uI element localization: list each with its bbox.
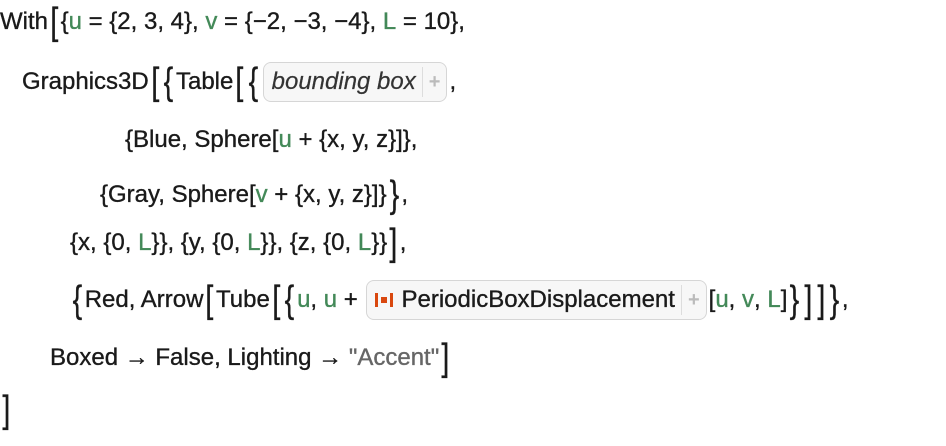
- bracket: }: [389, 174, 399, 216]
- code-text: ,: [841, 286, 849, 313]
- code-text: {x, {0,: [70, 229, 139, 256]
- variable-token: L: [357, 229, 372, 256]
- code-text: ,: [754, 286, 768, 313]
- bracket: ]: [2, 389, 11, 431]
- placeholder-label: bounding box: [271, 68, 416, 95]
- variable-token: u: [297, 286, 311, 313]
- code-text: ,: [401, 181, 408, 208]
- bracket: }: [829, 279, 840, 321]
- code-text: Graphics3D: [22, 68, 149, 95]
- code-text: = {−2, −3, −4},: [217, 8, 383, 35]
- divider: [421, 67, 423, 97]
- variable-token: v: [205, 8, 218, 35]
- code-text: {Blue, Sphere[: [125, 126, 279, 153]
- code-line: {Blue, Sphere[u + {x, y, z}]},: [125, 112, 418, 168]
- plus-icon[interactable]: +: [428, 70, 441, 93]
- bracket: {: [72, 279, 83, 321]
- code-text: {Gray, Sphere[: [100, 181, 256, 208]
- code-text: Red, Arrow: [84, 286, 204, 313]
- code-text: = 10},: [396, 8, 465, 35]
- code-text: + {x, y, z}]}: [267, 181, 387, 208]
- code-text: ,: [310, 286, 324, 313]
- code-text: }}, {y, {0,: [151, 229, 248, 256]
- code-text: {: [60, 8, 69, 35]
- bracket: [: [272, 279, 281, 321]
- variable-token: u: [323, 286, 338, 313]
- code-text: }}: [371, 229, 388, 256]
- code-line: {x, {0, L}}, {y, {0, L}}, {z, {0, L}}],: [70, 215, 407, 271]
- code-text: = {2, 3, 4},: [81, 8, 206, 35]
- resource-function-box[interactable]: PeriodicBoxDisplacement +: [366, 280, 707, 320]
- code-text: ,: [399, 229, 407, 256]
- variable-token: L: [138, 229, 152, 256]
- bracket: ]: [389, 222, 398, 264]
- code-text: +: [337, 286, 365, 313]
- code-text: + {x, y, z}]},: [291, 126, 418, 153]
- string-token: "Accent": [348, 344, 440, 371]
- variable-token: v: [742, 286, 755, 313]
- divider: [680, 285, 682, 315]
- code-text: Tube: [215, 286, 270, 313]
- variable-token: u: [715, 286, 729, 313]
- bracket: {: [163, 61, 174, 103]
- variable-token: u: [278, 126, 292, 153]
- code-text: Table: [175, 68, 234, 95]
- bracket: ]: [441, 337, 450, 379]
- bracket: {: [284, 279, 295, 321]
- variable-token: L: [767, 286, 781, 313]
- code-line: Graphics3D[{Table[{bounding box+,: [22, 54, 456, 110]
- code-text: }}, {z, {0,: [260, 229, 358, 256]
- bracket: [: [50, 1, 59, 43]
- resource-function-icon: [375, 293, 394, 307]
- code-text: Boxed → False, Lighting →: [50, 344, 349, 371]
- code-text: With: [0, 8, 48, 35]
- code-text: ,: [728, 286, 743, 313]
- bracket: }: [789, 279, 800, 321]
- code-line: ]: [0, 382, 13, 438]
- code-line: {Red, Arrow[Tube[{u, u + PeriodicBoxDisp…: [70, 272, 849, 328]
- resource-function-name: PeriodicBoxDisplacement: [401, 286, 675, 313]
- variable-token: v: [255, 181, 268, 208]
- placeholder-template-box[interactable]: bounding box +: [262, 62, 448, 102]
- code-line: {Gray, Sphere[v + {x, y, z}]}},: [100, 167, 408, 223]
- code-line: With[{u = {2, 3, 4}, v = {−2, −3, −4}, L…: [0, 0, 465, 50]
- plus-icon[interactable]: +: [687, 288, 700, 311]
- code-line: Boxed → False, Lighting → "Accent"]: [50, 330, 452, 386]
- bracket: [: [205, 279, 214, 321]
- bracket: [: [235, 61, 244, 103]
- bracket: [: [151, 61, 159, 103]
- code-text: ,: [449, 68, 457, 95]
- code-text: [: [708, 286, 716, 313]
- bracket: ]: [816, 279, 825, 321]
- code-text: ]: [780, 286, 788, 313]
- bracket: {: [248, 61, 259, 103]
- variable-token: u: [68, 8, 82, 35]
- variable-token: L: [247, 229, 261, 256]
- variable-token: L: [382, 8, 397, 35]
- bracket: ]: [804, 279, 813, 321]
